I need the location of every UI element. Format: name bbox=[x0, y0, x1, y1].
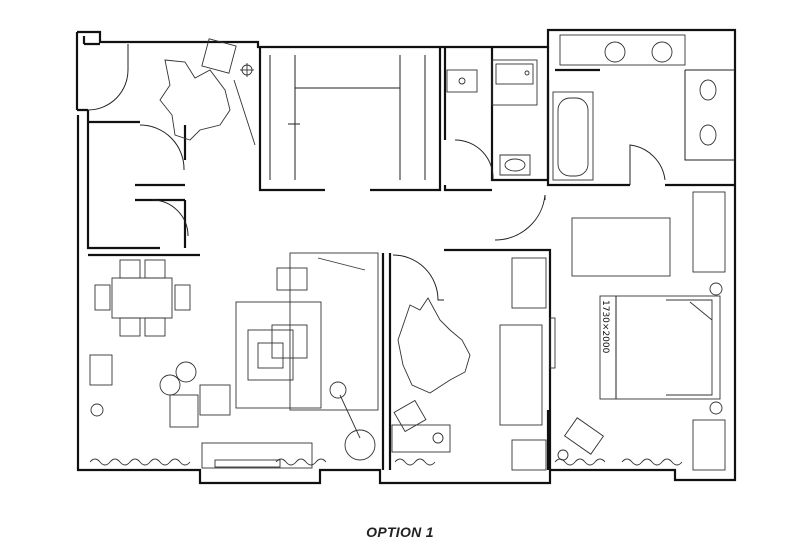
bed-dimension: 1730×2000 bbox=[600, 300, 610, 354]
floor-plan: 1730×2000 bbox=[75, 28, 737, 485]
interior-walls bbox=[86, 47, 735, 470]
plan-caption: OPTION 1 bbox=[366, 524, 434, 540]
dressing-room bbox=[269, 55, 426, 180]
bedroom: 1730×2000 bbox=[557, 191, 726, 471]
doors bbox=[87, 44, 666, 301]
exterior-walls bbox=[75, 28, 737, 485]
second-room bbox=[391, 257, 556, 471]
bathroom bbox=[552, 34, 735, 181]
living-room bbox=[89, 252, 379, 469]
radiators bbox=[89, 458, 683, 466]
wc bbox=[446, 59, 538, 176]
hall-rug bbox=[159, 38, 256, 146]
